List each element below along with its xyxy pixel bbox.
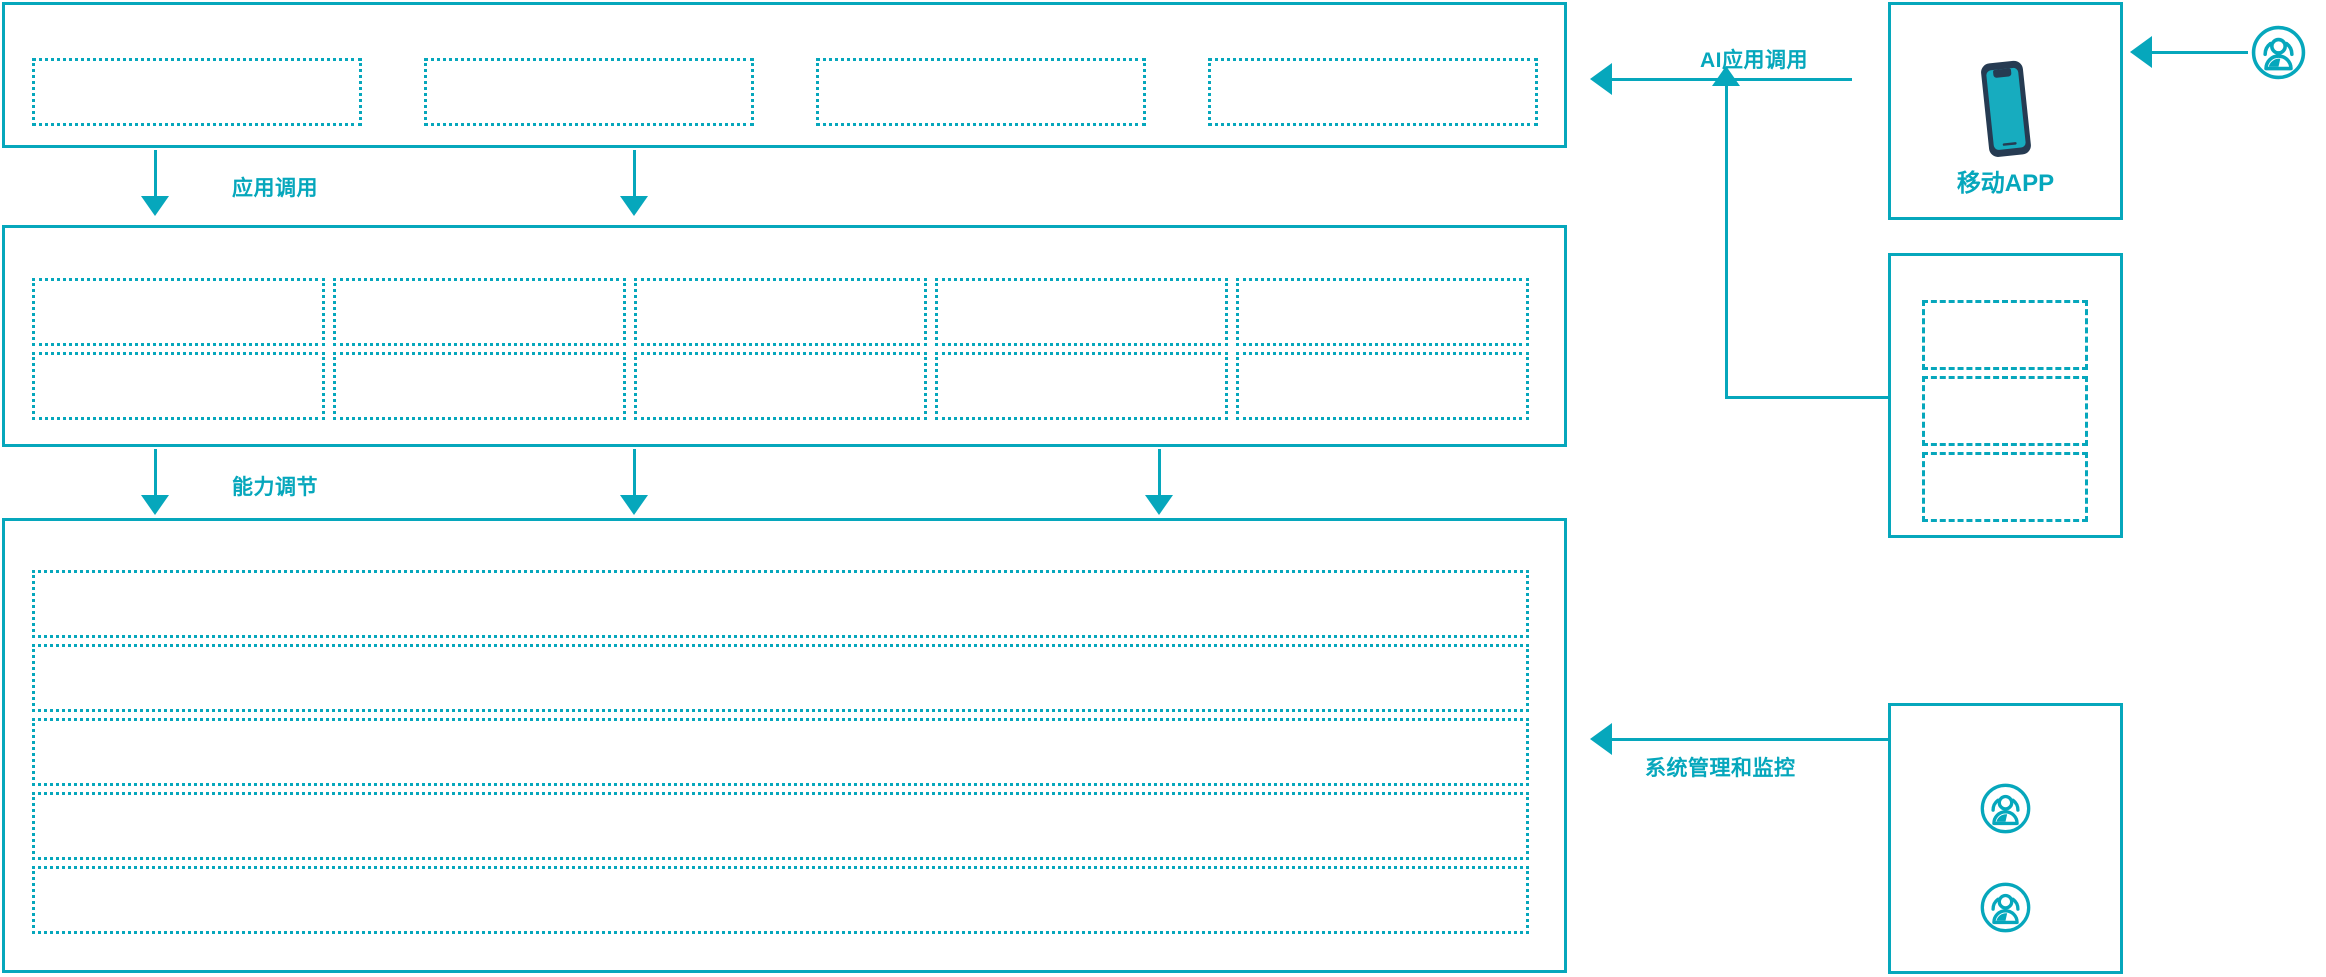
capability-arrow-shaft-2 [633, 449, 636, 495]
capability-box-r1c1[interactable] [32, 278, 325, 346]
capability-box-r1c2[interactable] [333, 278, 626, 346]
ai-app-call-arrowhead [1590, 63, 1612, 95]
capability-box-r1c4[interactable] [935, 278, 1228, 346]
channel-feed-elbow-vertical [1725, 86, 1728, 398]
infrastructure-row-4[interactable] [32, 792, 1529, 860]
capability-adjust-label: 能力调节 [232, 476, 318, 499]
app-call-arrowhead-1 [141, 196, 169, 216]
system-manage-shaft [1612, 738, 1888, 741]
users-group-icon-ops-2 [1979, 881, 2032, 939]
app-call-arrow-shaft-2 [633, 150, 636, 196]
application-box-3[interactable] [816, 58, 1146, 126]
capability-arrowhead-2 [620, 495, 648, 515]
channel-box-1[interactable] [1922, 300, 2088, 370]
app-call-arrowhead-2 [620, 196, 648, 216]
capability-box-r1c5[interactable] [1236, 278, 1529, 346]
application-box-1[interactable] [32, 58, 362, 126]
users-group-icon-external [2250, 24, 2307, 86]
capability-arrow-shaft-1 [154, 449, 157, 495]
channel-feed-arrowhead [1712, 66, 1740, 86]
app-call-arrow-shaft-1 [154, 150, 157, 196]
user-to-app-arrow-shaft [2152, 51, 2248, 54]
infrastructure-row-5[interactable] [32, 866, 1529, 934]
capability-box-r2c3[interactable] [634, 352, 927, 420]
channel-box-3[interactable] [1922, 452, 2088, 522]
capability-arrow-shaft-3 [1158, 449, 1161, 495]
capability-box-r1c3[interactable] [634, 278, 927, 346]
system-manage-label: 系统管理和监控 [1645, 757, 1796, 780]
capability-box-r2c4[interactable] [935, 352, 1228, 420]
ai-app-call-label: AI应用调用 [1700, 49, 1808, 72]
capability-box-r2c2[interactable] [333, 352, 626, 420]
user-to-app-arrowhead [2130, 36, 2152, 68]
app-call-label: 应用调用 [232, 177, 318, 200]
smartphone-icon [1970, 57, 2040, 167]
capability-box-r2c1[interactable] [32, 352, 325, 420]
users-group-icon-ops-1 [1979, 782, 2032, 840]
operations-panel [1888, 703, 2123, 974]
capability-box-r2c5[interactable] [1236, 352, 1529, 420]
infrastructure-row-1[interactable] [32, 570, 1529, 638]
capability-arrowhead-3 [1145, 495, 1173, 515]
infrastructure-row-2[interactable] [32, 644, 1529, 712]
application-box-4[interactable] [1208, 58, 1538, 126]
system-manage-arrowhead [1590, 723, 1612, 755]
mobile-app-caption: 移动APP [1956, 170, 2055, 197]
infrastructure-row-3[interactable] [32, 718, 1529, 786]
application-box-2[interactable] [424, 58, 754, 126]
channel-feed-elbow-horizontal [1725, 396, 1890, 399]
capability-arrowhead-1 [141, 495, 169, 515]
channel-box-2[interactable] [1922, 376, 2088, 446]
